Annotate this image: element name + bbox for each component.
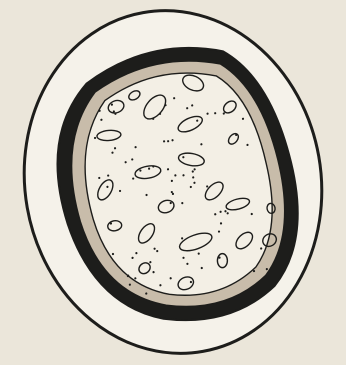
illustration-canvas: [0, 0, 346, 365]
bread-slice-icon: [0, 0, 346, 365]
